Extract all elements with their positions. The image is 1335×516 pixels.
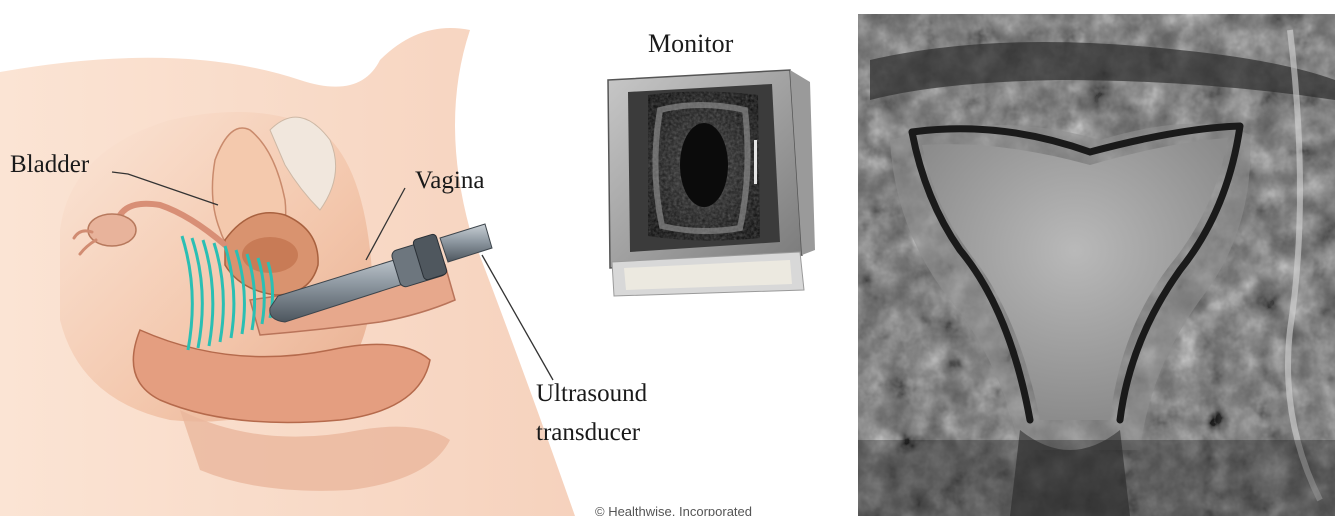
anatomy-illustration: Bladder Vagina Ultrasound transducer Mon… (0, 28, 815, 516)
bladder-label: Bladder (10, 151, 90, 178)
ultrasound-monitor (608, 70, 815, 296)
mri-bottom-vignette (858, 440, 1335, 516)
ultrasound-dark-region (680, 123, 728, 207)
image-credit: © Healthwise, Incorporated (595, 504, 752, 516)
mri-image-panel (858, 14, 1335, 516)
transducer-label-line1: Ultrasound (536, 380, 648, 407)
vagina-label: Vagina (415, 167, 484, 194)
monitor-label: Monitor (648, 29, 734, 58)
monitor-indicator (754, 140, 757, 184)
transducer-label-line2: transducer (536, 419, 641, 446)
